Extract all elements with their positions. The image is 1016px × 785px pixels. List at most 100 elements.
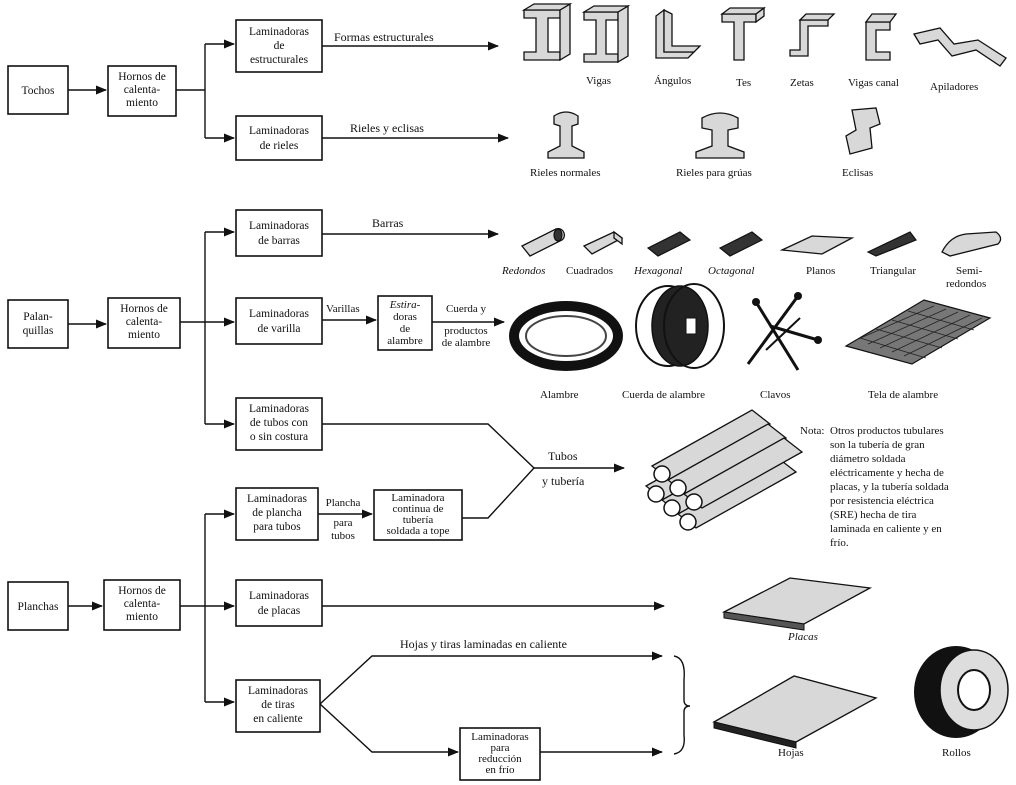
hornos-box-1: Hornos de calenta- miento: [107, 65, 177, 117]
svg-text:Laminadoras: Laminadoras: [247, 493, 308, 505]
label-rieles-normales: Rieles normales: [530, 167, 601, 179]
viga-icon: [521, 2, 573, 62]
svg-text:de barras: de barras: [258, 235, 300, 247]
svg-text:Hornos de: Hornos de: [118, 585, 166, 597]
viga-2-icon: [581, 4, 631, 64]
semirredondo-icon: [941, 231, 1002, 257]
laminadora-continua-box: Laminadora continua de tubería soldada a…: [373, 489, 463, 541]
laminadoras-barras-box: Laminadoras de barras: [235, 209, 323, 257]
riel-normal-icon: [547, 111, 585, 159]
label-tela-alambre: Tela de alambre: [868, 389, 938, 401]
label-cuadrados: Cuadrados: [566, 265, 613, 277]
palanquillas-label-1: Palan-: [23, 311, 53, 323]
svg-text:Laminadoras: Laminadoras: [249, 308, 310, 320]
svg-text:Hornos de: Hornos de: [120, 303, 168, 315]
arrow-reduccion: [319, 703, 460, 757]
laminadoras-plancha-tubos-box: Laminadoras de plancha para tubos: [235, 487, 319, 541]
cuerda-alambre-icon: [635, 283, 725, 369]
svg-text:Laminadoras: Laminadoras: [249, 403, 310, 415]
laminadoras-placas-box: Laminadoras de placas: [235, 579, 323, 627]
svg-text:tubería: tubería: [403, 514, 434, 526]
label-rieles-gruas: Rieles para grúas: [676, 167, 752, 179]
tochos-box: Tochos: [7, 65, 69, 115]
svg-text:placas, y la tubería soldada: placas, y la tubería soldada: [830, 481, 949, 493]
octagonal-icon: [718, 231, 764, 257]
branch-tochos: [176, 39, 236, 143]
svg-text:Estira-: Estira-: [389, 299, 421, 311]
palanquillas-label-2: quillas: [23, 325, 54, 337]
svg-text:de tubos con: de tubos con: [250, 417, 308, 429]
label-cuerda-alambre: Cuerda de alambre: [622, 389, 705, 401]
svg-text:Laminadoras: Laminadoras: [248, 685, 309, 697]
label-redondos: Redondos: [501, 265, 545, 277]
label-vigas-canal: Vigas canal: [848, 77, 899, 89]
label-eclisas: Eclisas: [842, 167, 873, 179]
svg-text:Laminadoras: Laminadoras: [249, 220, 310, 232]
palanquillas-box: Palan- quillas: [7, 299, 69, 349]
clavos-icon: [746, 292, 822, 371]
svg-text:de varilla: de varilla: [257, 323, 300, 335]
laminadoras-varilla-box: Laminadoras de varilla: [235, 297, 323, 345]
svg-text:Laminadoras: Laminadoras: [249, 125, 310, 137]
flow-cuerda-3: de alambre: [442, 337, 491, 349]
svg-text:de placas: de placas: [258, 605, 301, 617]
label-planos: Planos: [806, 265, 835, 277]
label-clavos: Clavos: [760, 389, 791, 401]
svg-text:para tubos: para tubos: [253, 521, 301, 533]
label-apiladores: Apiladores: [930, 81, 978, 93]
laminadoras-tiras-box: Laminadoras de tiras en caliente: [235, 679, 321, 733]
placa-icon: [721, 577, 873, 631]
tela-alambre-icon: [844, 299, 992, 365]
label-hojas: Hojas: [778, 747, 804, 759]
hoja-icon: [712, 675, 878, 749]
flow-hojas-tiras: Hojas y tiras laminadas en caliente: [400, 637, 567, 651]
svg-text:Hornos de: Hornos de: [118, 71, 166, 83]
hornos-box-3: Hornos de calenta- miento: [103, 579, 181, 631]
products-brace: [673, 655, 691, 755]
svg-text:alambre: alambre: [387, 335, 423, 347]
eclisa-icon: [845, 107, 881, 155]
svg-text:doras: doras: [393, 311, 417, 323]
svg-text:Laminadoras: Laminadoras: [471, 731, 528, 743]
svg-text:soldada a tope: soldada a tope: [387, 525, 450, 537]
svg-text:continua de: continua de: [392, 503, 443, 515]
label-triangular: Triangular: [870, 265, 916, 277]
branch-palanquillas: [180, 227, 236, 429]
laminadoras-reduccion-box: Laminadoras para reducción en frío: [459, 727, 541, 781]
svg-text:de plancha: de plancha: [252, 507, 302, 519]
arrow-hojas-tiras: [319, 651, 664, 705]
tubos-line-lower: [462, 467, 535, 519]
label-tes: Tes: [736, 77, 751, 89]
triangular-icon: [866, 231, 917, 257]
svg-text:de: de: [400, 323, 411, 335]
svg-text:de rieles: de rieles: [260, 140, 299, 152]
svg-text:miento: miento: [128, 329, 160, 341]
zeta-icon: [789, 13, 836, 57]
label-hexagonal: Hexagonal: [633, 265, 682, 277]
label-angulos: Ángulos: [654, 75, 691, 87]
label-octagonal: Octagonal: [708, 265, 754, 277]
svg-text:eléctricamente y hecha de: eléctricamente y hecha de: [830, 467, 944, 479]
svg-text:para: para: [491, 742, 510, 754]
svg-text:diámetro soldada: diámetro soldada: [830, 453, 906, 465]
flow-cuerda-1: Cuerda y: [446, 303, 487, 315]
label-vigas: Vigas: [586, 75, 611, 87]
nota-block: Nota: Otros productos tubulares son la t…: [800, 425, 949, 549]
svg-text:calenta-: calenta-: [124, 598, 161, 610]
flow-varillas: Varillas: [326, 303, 360, 315]
label-alambre: Alambre: [540, 389, 579, 401]
svg-text:en frío: en frío: [485, 764, 515, 776]
redondo-icon: [520, 227, 566, 257]
hexagonal-icon: [646, 231, 692, 257]
viga-canal-icon: [864, 13, 898, 61]
plano-icon: [779, 235, 855, 255]
svg-text:son la tubería de gran: son la tubería de gran: [830, 439, 925, 451]
flow-formas-estructurales: Formas estructurales: [334, 30, 434, 44]
hornos-box-2: Hornos de calenta- miento: [107, 297, 181, 349]
branch-planchas: [180, 509, 236, 707]
svg-text:o sin costura: o sin costura: [250, 431, 308, 443]
label-placas: Placas: [787, 631, 818, 643]
label-semi-1: Semi-: [956, 265, 983, 277]
svg-text:Laminadoras: Laminadoras: [249, 590, 310, 602]
